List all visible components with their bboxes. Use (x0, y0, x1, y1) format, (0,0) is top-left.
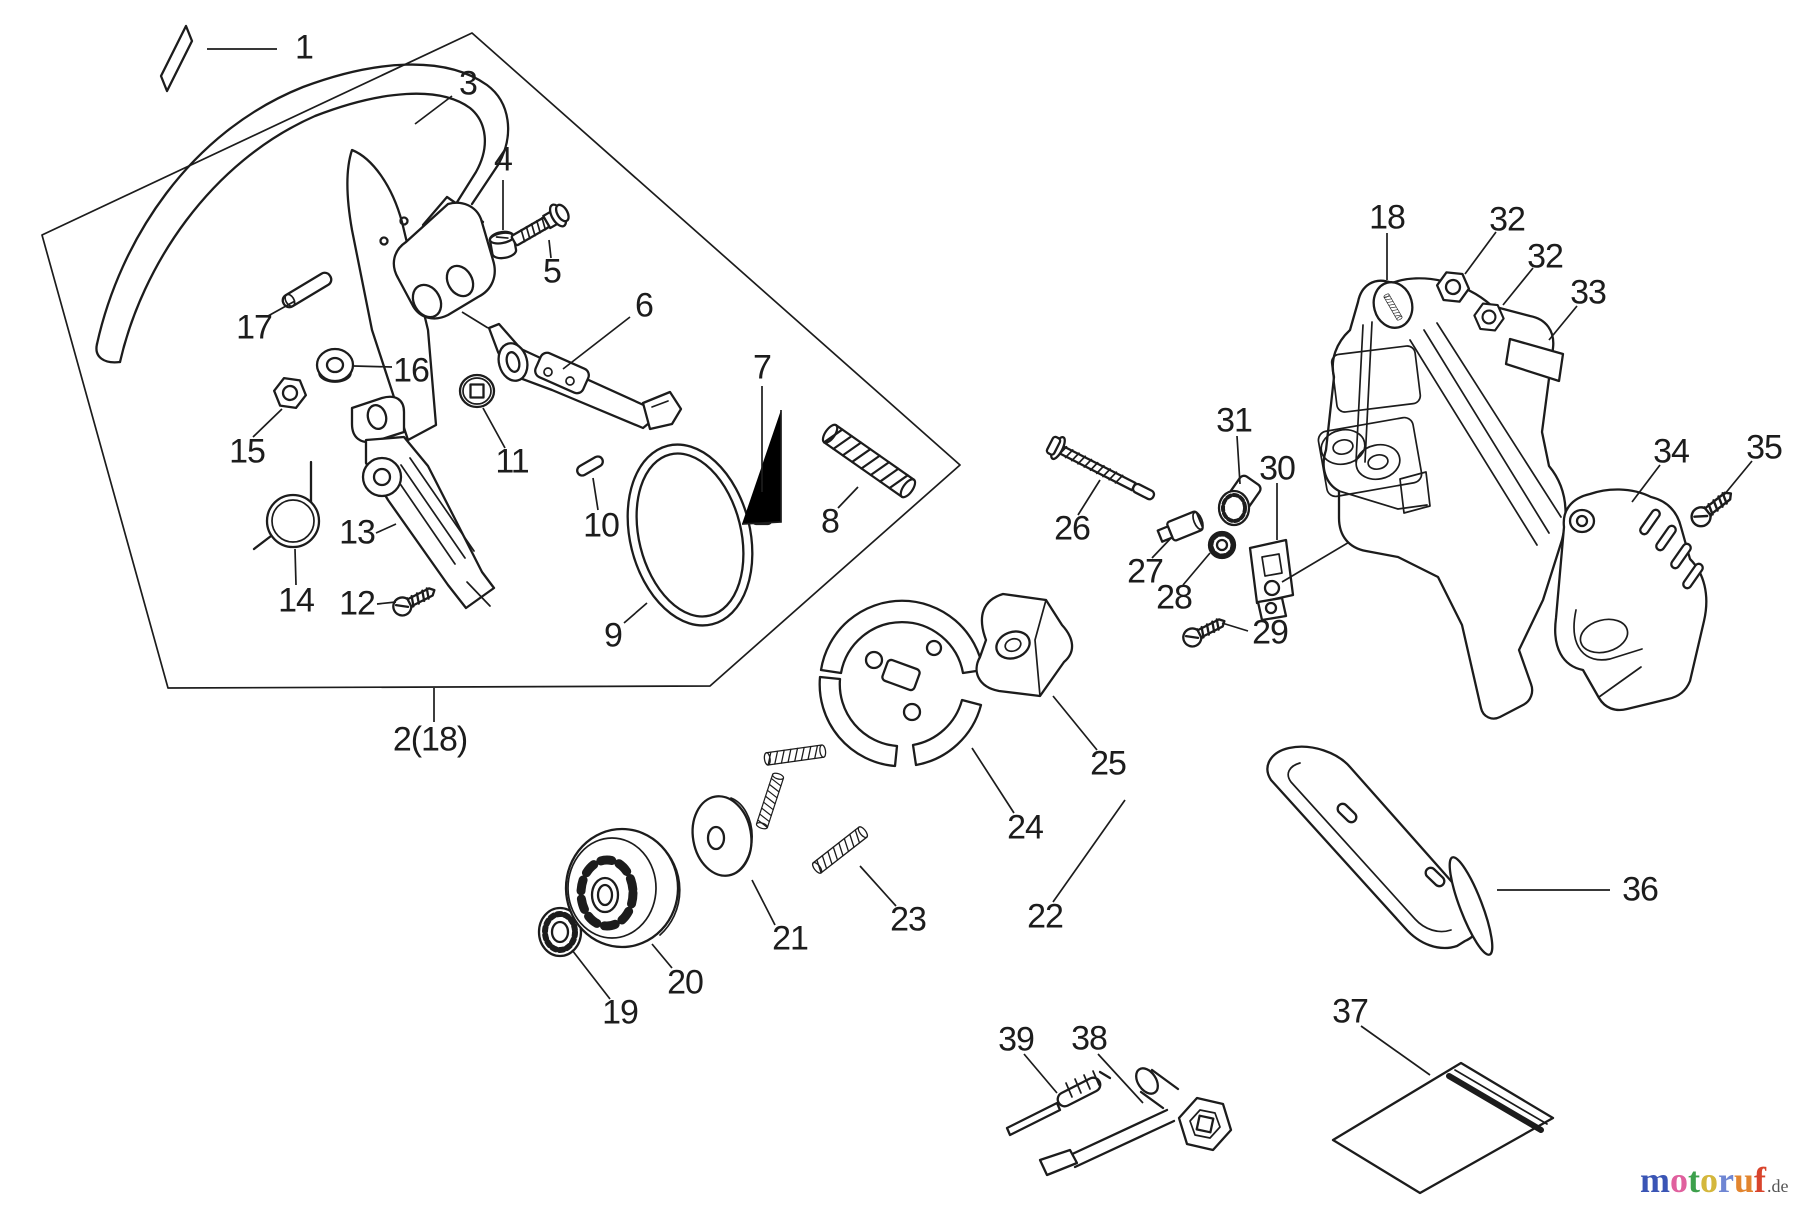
leader-lines (207, 48, 1753, 1104)
part-24-clutch-shoes (818, 599, 985, 768)
leader-line (571, 949, 611, 1000)
part-1-label-plate (159, 24, 194, 93)
leader-line (1052, 695, 1098, 751)
leader-line (859, 865, 897, 907)
part-25-clutch-weight (975, 592, 1074, 698)
leader-line (548, 239, 552, 259)
part-33-label-plate (1504, 337, 1565, 383)
part-19-needle-bearing (537, 906, 583, 958)
leader-line (1548, 305, 1578, 341)
leader-line (971, 747, 1015, 814)
leader-line (414, 95, 453, 125)
leader-line (1151, 536, 1173, 559)
leader-line (267, 300, 296, 317)
leader-line (1052, 799, 1126, 903)
leader-line (651, 943, 673, 969)
leader-line (375, 523, 397, 534)
leader-line (837, 486, 859, 509)
leader-line (1097, 1053, 1144, 1104)
watermark-letter: o (1700, 1160, 1718, 1200)
part-23-clutch-springs (755, 743, 870, 876)
part-29-screw (1179, 611, 1230, 651)
leader-line (623, 602, 648, 624)
part-14-spring-clip (252, 460, 321, 551)
leader-line (562, 316, 631, 370)
part-38-socket-wrench (1038, 1067, 1233, 1177)
leader-line (1023, 1053, 1058, 1094)
part-39-file-tool (1005, 1070, 1112, 1137)
watermark-logo: motoruf.de (1640, 1162, 1789, 1198)
part-17-pin (281, 271, 333, 309)
leader-line (1723, 460, 1753, 496)
leader-line (1464, 231, 1497, 275)
part-11-bushing (458, 373, 496, 409)
leader-line (252, 408, 283, 438)
part-31-plug (1217, 474, 1262, 527)
watermark-suffix: .de (1767, 1176, 1789, 1196)
leader-line (1236, 435, 1241, 485)
leader-line (592, 477, 599, 511)
leader-line (751, 879, 776, 926)
part-15-hex-nut (271, 375, 309, 411)
watermark-letter: m (1640, 1160, 1670, 1200)
part-12-screw (389, 580, 440, 620)
leader-line (376, 601, 397, 605)
part-34-side-cover (1554, 488, 1708, 712)
part-21-washer (691, 795, 753, 877)
watermark-brand: motoruf (1640, 1160, 1766, 1200)
part-13-brake-lever (350, 395, 496, 610)
part-30-tensioner-bracket (1248, 499, 1421, 622)
part-2-assembly-outline (41, 32, 961, 689)
part-28-gear-washer (1207, 530, 1237, 560)
part-2-guard-flag (346, 148, 438, 442)
leader-line (1182, 552, 1211, 586)
part-27-nut-block (1156, 510, 1204, 543)
part-8-spring (819, 421, 919, 501)
watermark-letter: u (1733, 1160, 1755, 1200)
part-18-sprocket-cover (1317, 277, 1567, 720)
leader-line (1631, 464, 1661, 503)
part-3-front-handle (95, 63, 510, 364)
watermark-letter: r (1718, 1160, 1734, 1200)
watermark-letter: f (1754, 1160, 1767, 1200)
leader-line (353, 365, 393, 368)
part-36-bar-guard (1266, 745, 1494, 956)
part-35-screw (1686, 484, 1738, 532)
part-37-document-bag (1331, 1061, 1555, 1195)
leader-line (1360, 1025, 1431, 1076)
watermark-letter: t (1688, 1160, 1700, 1200)
watermark-letter: o (1670, 1160, 1688, 1200)
part-3-handle-clevis (392, 195, 496, 329)
leader-line (1077, 479, 1101, 516)
part-5-bolt (510, 203, 570, 247)
leader-line (482, 407, 506, 449)
part-20-clutch-drum (564, 827, 681, 949)
part-26-tensioner-screw (1045, 435, 1156, 501)
part-6-brake-linkage (487, 322, 656, 430)
part-16-collar-nut (315, 347, 355, 383)
leader-line (294, 548, 297, 586)
leader-line (1221, 622, 1249, 632)
leader-line (1502, 267, 1534, 306)
part-10-pin (576, 455, 604, 477)
part-4-slotted-nut (488, 230, 518, 260)
